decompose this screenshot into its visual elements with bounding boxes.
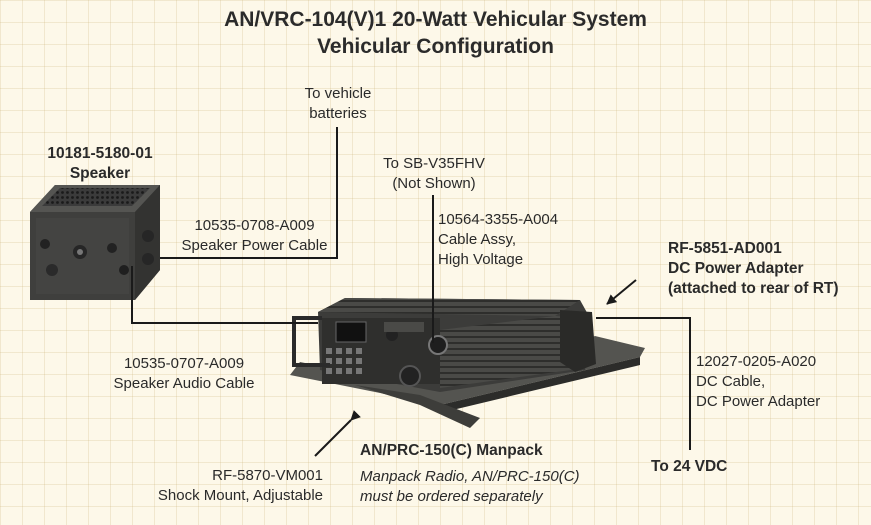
dc-adapter-part-number: RF-5851-AD001	[668, 240, 782, 257]
speaker-part-number: 10181-5180-01	[47, 145, 153, 162]
to-24vdc-label: To 24 VDC	[651, 458, 728, 475]
sb-v35fhv-line-2: (Not Shown)	[392, 175, 476, 192]
shock-mount-part-number: RF-5870-VM001	[212, 467, 323, 484]
dc-cable-part-number: 12027-0205-A020	[696, 353, 817, 370]
manpack-note: Manpack Radio, AN/PRC-150(C) must be ord…	[360, 467, 580, 507]
speaker-audio-cable-line	[131, 266, 318, 324]
sb-v35fhv-label: To SB-V35FHV (Not Shown)	[362, 154, 506, 194]
hv-cable-name-line-2: High Voltage	[438, 251, 524, 268]
speaker-audio-cable-name: Speaker Audio Cable	[113, 375, 255, 392]
speaker-audio-cable-label: 10535-0707-A009 Speaker Audio Cable	[98, 354, 270, 394]
speaker-audio-cable-part-number: 10535-0707-A009	[123, 355, 245, 372]
dc-adapter-name-line-2: (attached to rear of RT)	[668, 280, 839, 297]
hv-cable-part-number: 10564-3355-A004	[438, 211, 559, 228]
dc-adapter-name-line-1: DC Power Adapter	[668, 260, 804, 277]
cables	[131, 127, 691, 450]
hv-cable-name-line-1: Cable Assy,	[438, 231, 517, 248]
dc-cable-name-line-1: DC Cable,	[696, 373, 766, 390]
speaker-power-cable-part-number: 10535-0708-A009	[194, 217, 315, 234]
vehicle-batteries-label: To vehicle batteries	[286, 84, 390, 124]
speaker-image	[30, 185, 160, 300]
vehicle-batteries-line-1: To vehicle	[304, 85, 372, 102]
speaker-power-cable-line	[160, 127, 338, 259]
dc-adapter-label: RF-5851-AD001 DC Power Adapter (attached…	[668, 239, 839, 299]
dc-cable-name-line-2: DC Power Adapter	[696, 393, 821, 410]
shock-mount-label: RF-5870-VM001 Shock Mount, Adjustable	[118, 466, 323, 506]
shock-mount-name: Shock Mount, Adjustable	[157, 487, 323, 504]
speaker-power-cable-name: Speaker Power Cable	[181, 237, 328, 254]
speaker-label: 10181-5180-01 Speaker	[30, 144, 170, 184]
sb-v35fhv-line-1: To SB-V35FHV	[383, 155, 485, 172]
dc-cable-line	[596, 317, 691, 450]
shock-mount-arrow	[314, 410, 361, 457]
manpack-note-line-1: Manpack Radio, AN/PRC-150(C)	[360, 468, 580, 485]
diagram-title-line-1: AN/VRC-104(V)1 20-Watt Vehicular System	[224, 8, 647, 31]
dc-cable-label: 12027-0205-A020 DC Cable, DC Power Adapt…	[696, 352, 820, 412]
manpack-title: AN/PRC-150(C) Manpack	[360, 442, 543, 459]
speaker-name: Speaker	[69, 165, 131, 182]
dc-adapter-arrow	[606, 279, 637, 305]
hv-cable-label: 10564-3355-A004 Cable Assy, High Voltage	[438, 210, 558, 270]
speaker-power-cable-label: 10535-0708-A009 Speaker Power Cable	[172, 216, 337, 256]
manpack-note-line-2: must be ordered separately	[360, 488, 543, 505]
diagram-title-line-2: Vehicular Configuration	[317, 35, 554, 58]
radio-system-image	[290, 298, 645, 428]
vehicle-batteries-line-2: batteries	[309, 105, 367, 122]
